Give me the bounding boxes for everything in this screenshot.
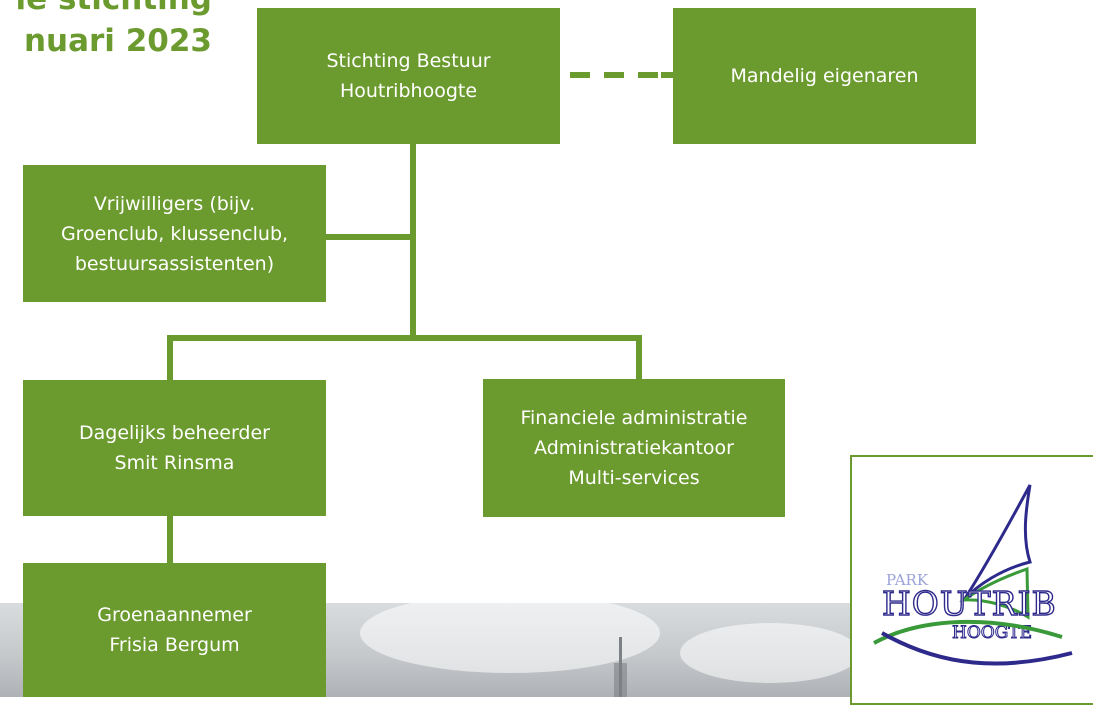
dashed-connector-segment: [604, 72, 624, 78]
node-label: Vrijwilligers (bijv.: [93, 192, 256, 215]
node-label: Groenclub, klussenclub,: [60, 222, 289, 245]
title-line-1: le stichting: [0, 0, 213, 20]
logo-hoogte-text: HOOGTE: [952, 623, 1032, 643]
node-stichting-bestuur: Stichting Bestuur Houtribhoogte: [257, 8, 560, 144]
node-dagelijks-beheerder: Dagelijks beheerder Smit Rinsma: [23, 380, 326, 516]
dashed-connector-segment: [638, 72, 658, 78]
photo-cloud: [680, 623, 860, 683]
logo-park-text: PARK: [886, 571, 929, 589]
node-label: Houtribhoogte: [339, 80, 478, 102]
page-title: le stichting nuari 2023: [0, 0, 213, 62]
node-label: bestuursassistenten): [74, 252, 275, 275]
node-label: Frisia Bergum: [109, 634, 240, 656]
park-houtribhoogte-logo: PARK HOUTRIB HOOGTE: [850, 455, 1093, 705]
node-label: Multi-services: [568, 467, 700, 489]
node-label: Dagelijks beheerder: [78, 422, 270, 444]
title-line-2: nuari 2023: [23, 23, 212, 59]
photo-cloud: [360, 593, 660, 673]
logo-swoosh-blue-icon: [881, 631, 1073, 666]
dashed-connector-segment: [570, 72, 590, 78]
node-label: Administratiekantoor: [534, 437, 734, 459]
dashed-connector-segment: [661, 72, 675, 78]
logo-swoosh-green-icon: [873, 619, 1063, 645]
logo-houtrib-text: HOUTRIB: [882, 584, 1057, 623]
logo-graphic: PARK HOUTRIB HOOGTE: [873, 484, 1073, 666]
node-label: Groenaannemer: [97, 604, 252, 626]
node-label: Smit Rinsma: [114, 452, 235, 474]
node-vrijwilligers: Vrijwilligers (bijv. Groenclub, klussenc…: [23, 165, 326, 302]
connector-groen: [167, 515, 173, 565]
node-financiele-administratie: Financiele administratie Administratieka…: [483, 379, 785, 517]
connector-vrijwilligers: [323, 234, 413, 240]
connector-financieel: [636, 335, 642, 380]
node-label: Financiele administratie: [520, 407, 748, 429]
node-groenaannemer: Groenaannemer Frisia Bergum: [23, 563, 326, 697]
connector-horizontal-branch: [167, 335, 642, 341]
logo-sail-lower-icon: [959, 566, 1030, 620]
connector-beheerder: [167, 335, 173, 381]
node-label: Stichting Bestuur: [326, 50, 491, 72]
node-mandelig-eigenaren: Mandelig eigenaren: [673, 8, 976, 144]
photo-tower: [614, 663, 627, 697]
connector-main-vertical: [410, 143, 416, 338]
node-label: Mandelig eigenaren: [730, 65, 919, 87]
logo-sail-icon: [962, 484, 1032, 601]
